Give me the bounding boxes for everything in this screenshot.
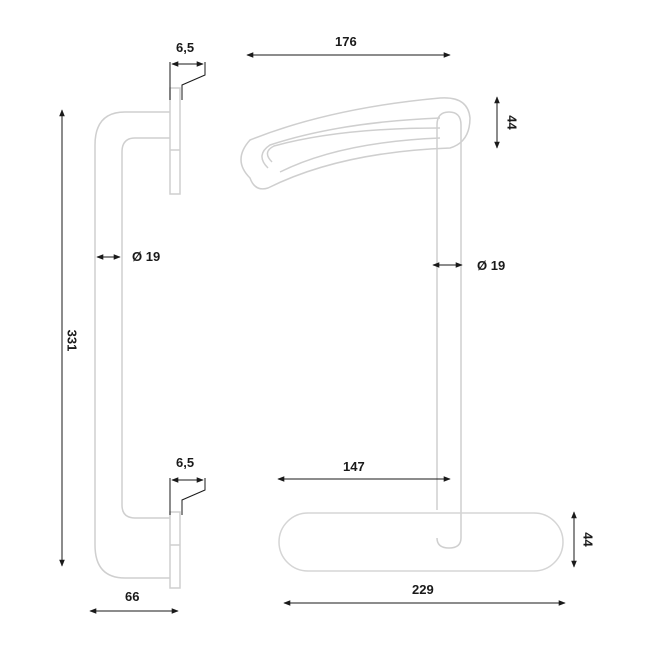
- dim-grip-width: 44: [504, 115, 520, 130]
- dim-plate-length: 229: [412, 582, 434, 597]
- dim-side-diameter: Ø 19: [132, 249, 161, 264]
- top-view: [240, 97, 471, 549]
- dim-top-diameter: Ø 19: [477, 258, 506, 273]
- dim-projection: 66: [125, 589, 140, 604]
- side-dimensions: [59, 61, 206, 614]
- dim-offset: 147: [343, 459, 365, 474]
- base-view: [278, 512, 564, 572]
- top-dimensions: [246, 52, 500, 268]
- dim-grip-length: 176: [335, 34, 357, 49]
- base-dimensions: [277, 476, 577, 606]
- dim-overall-height: 331: [64, 329, 80, 352]
- side-view: [94, 87, 181, 589]
- dim-plate-width: 44: [580, 532, 596, 547]
- dim-flange-top: 6,5: [176, 40, 195, 55]
- dim-flange-bottom: 6,5: [176, 455, 195, 470]
